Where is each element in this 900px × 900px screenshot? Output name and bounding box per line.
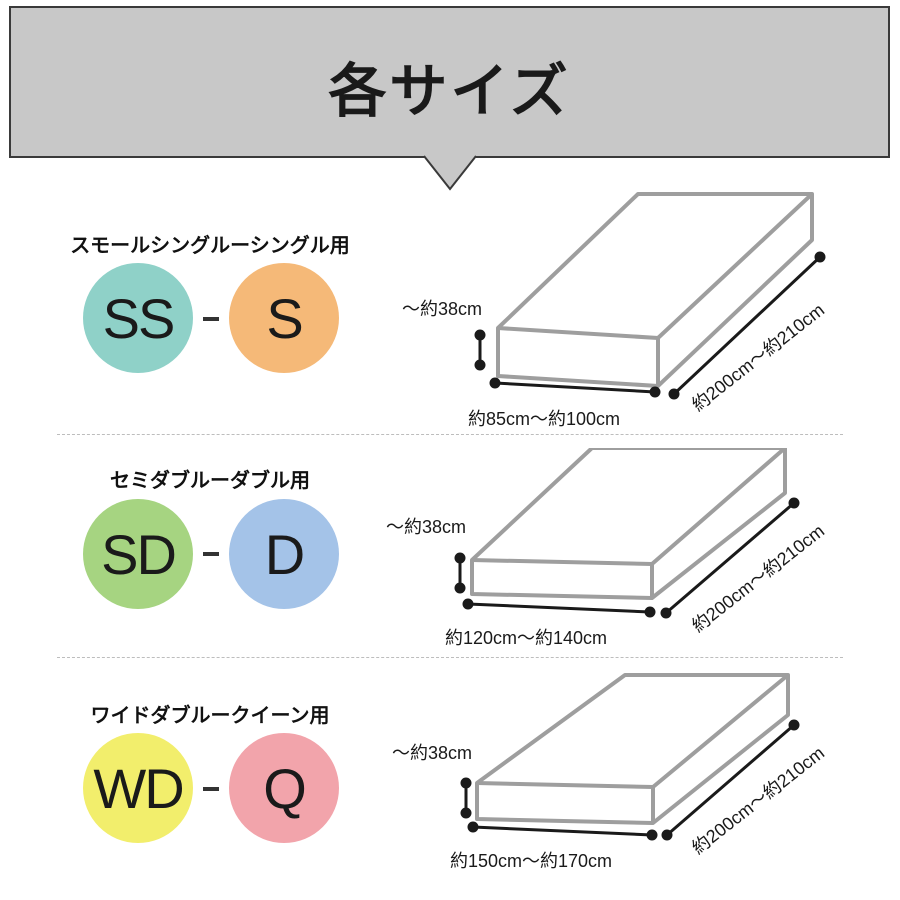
size-badge-wd: WD <box>83 733 193 843</box>
header-banner: 各サイズ <box>9 6 890 158</box>
mattress-diagram: ～約38cm 約150cm～約170cm 約200cm～約210cm <box>392 673 828 871</box>
height-label: ～約38cm <box>386 517 466 537</box>
width-indicator <box>489 377 661 398</box>
length-label: 約200cm～約210cm <box>688 521 828 637</box>
page-title: 各サイズ <box>328 57 571 125</box>
mattress-icon <box>475 673 790 825</box>
height-indicator <box>474 329 486 371</box>
mattress-icon <box>496 192 814 388</box>
section-divider <box>57 657 843 658</box>
height-label: ～約38cm <box>392 743 472 763</box>
section-label: ワイドダブルークイーン用 <box>90 703 330 727</box>
length-indicator <box>668 251 826 400</box>
width-label: 約85cm～約100cm <box>468 409 620 429</box>
size-section-wd-q: ワイドダブルークイーン用 WD Q ～約38cm 約150cm～約170cm 約… <box>0 663 900 883</box>
size-section-sd-d: セミダブルーダブル用 SD D ～約38cm 約120cm～約140cm 約20… <box>0 440 900 660</box>
section-divider <box>57 434 843 435</box>
size-badge-sd: SD <box>83 499 193 609</box>
height-label: ～約38cm <box>402 299 482 319</box>
separator-dash <box>203 787 219 791</box>
width-label: 約120cm～約140cm <box>445 628 607 648</box>
banner-pointer-icon <box>424 155 476 191</box>
size-badge-q: Q <box>229 733 339 843</box>
height-indicator <box>460 777 472 819</box>
size-badge-ss: SS <box>83 263 193 373</box>
size-badge-s: S <box>229 263 339 373</box>
mattress-icon <box>470 448 787 600</box>
length-indicator <box>661 719 800 841</box>
section-label: セミダブルーダブル用 <box>110 468 310 492</box>
separator-dash <box>203 317 219 321</box>
width-indicator <box>467 821 658 841</box>
width-label: 約150cm～約170cm <box>450 851 612 871</box>
section-label: スモールシングルーシングル用 <box>70 233 350 257</box>
mattress-diagram: ～約38cm 約85cm～約100cm 約200cm～約210cm <box>402 192 828 429</box>
length-indicator <box>660 497 800 619</box>
width-indicator <box>462 598 656 618</box>
size-badge-d: D <box>229 499 339 609</box>
height-indicator <box>454 552 466 594</box>
separator-dash <box>203 552 219 556</box>
mattress-diagram: ～約38cm 約120cm～約140cm 約200cm～約210cm <box>386 448 828 648</box>
size-section-ss-s: スモールシングルーシングル用 SS S ～約38cm 約85cm～約100cm … <box>0 192 900 435</box>
